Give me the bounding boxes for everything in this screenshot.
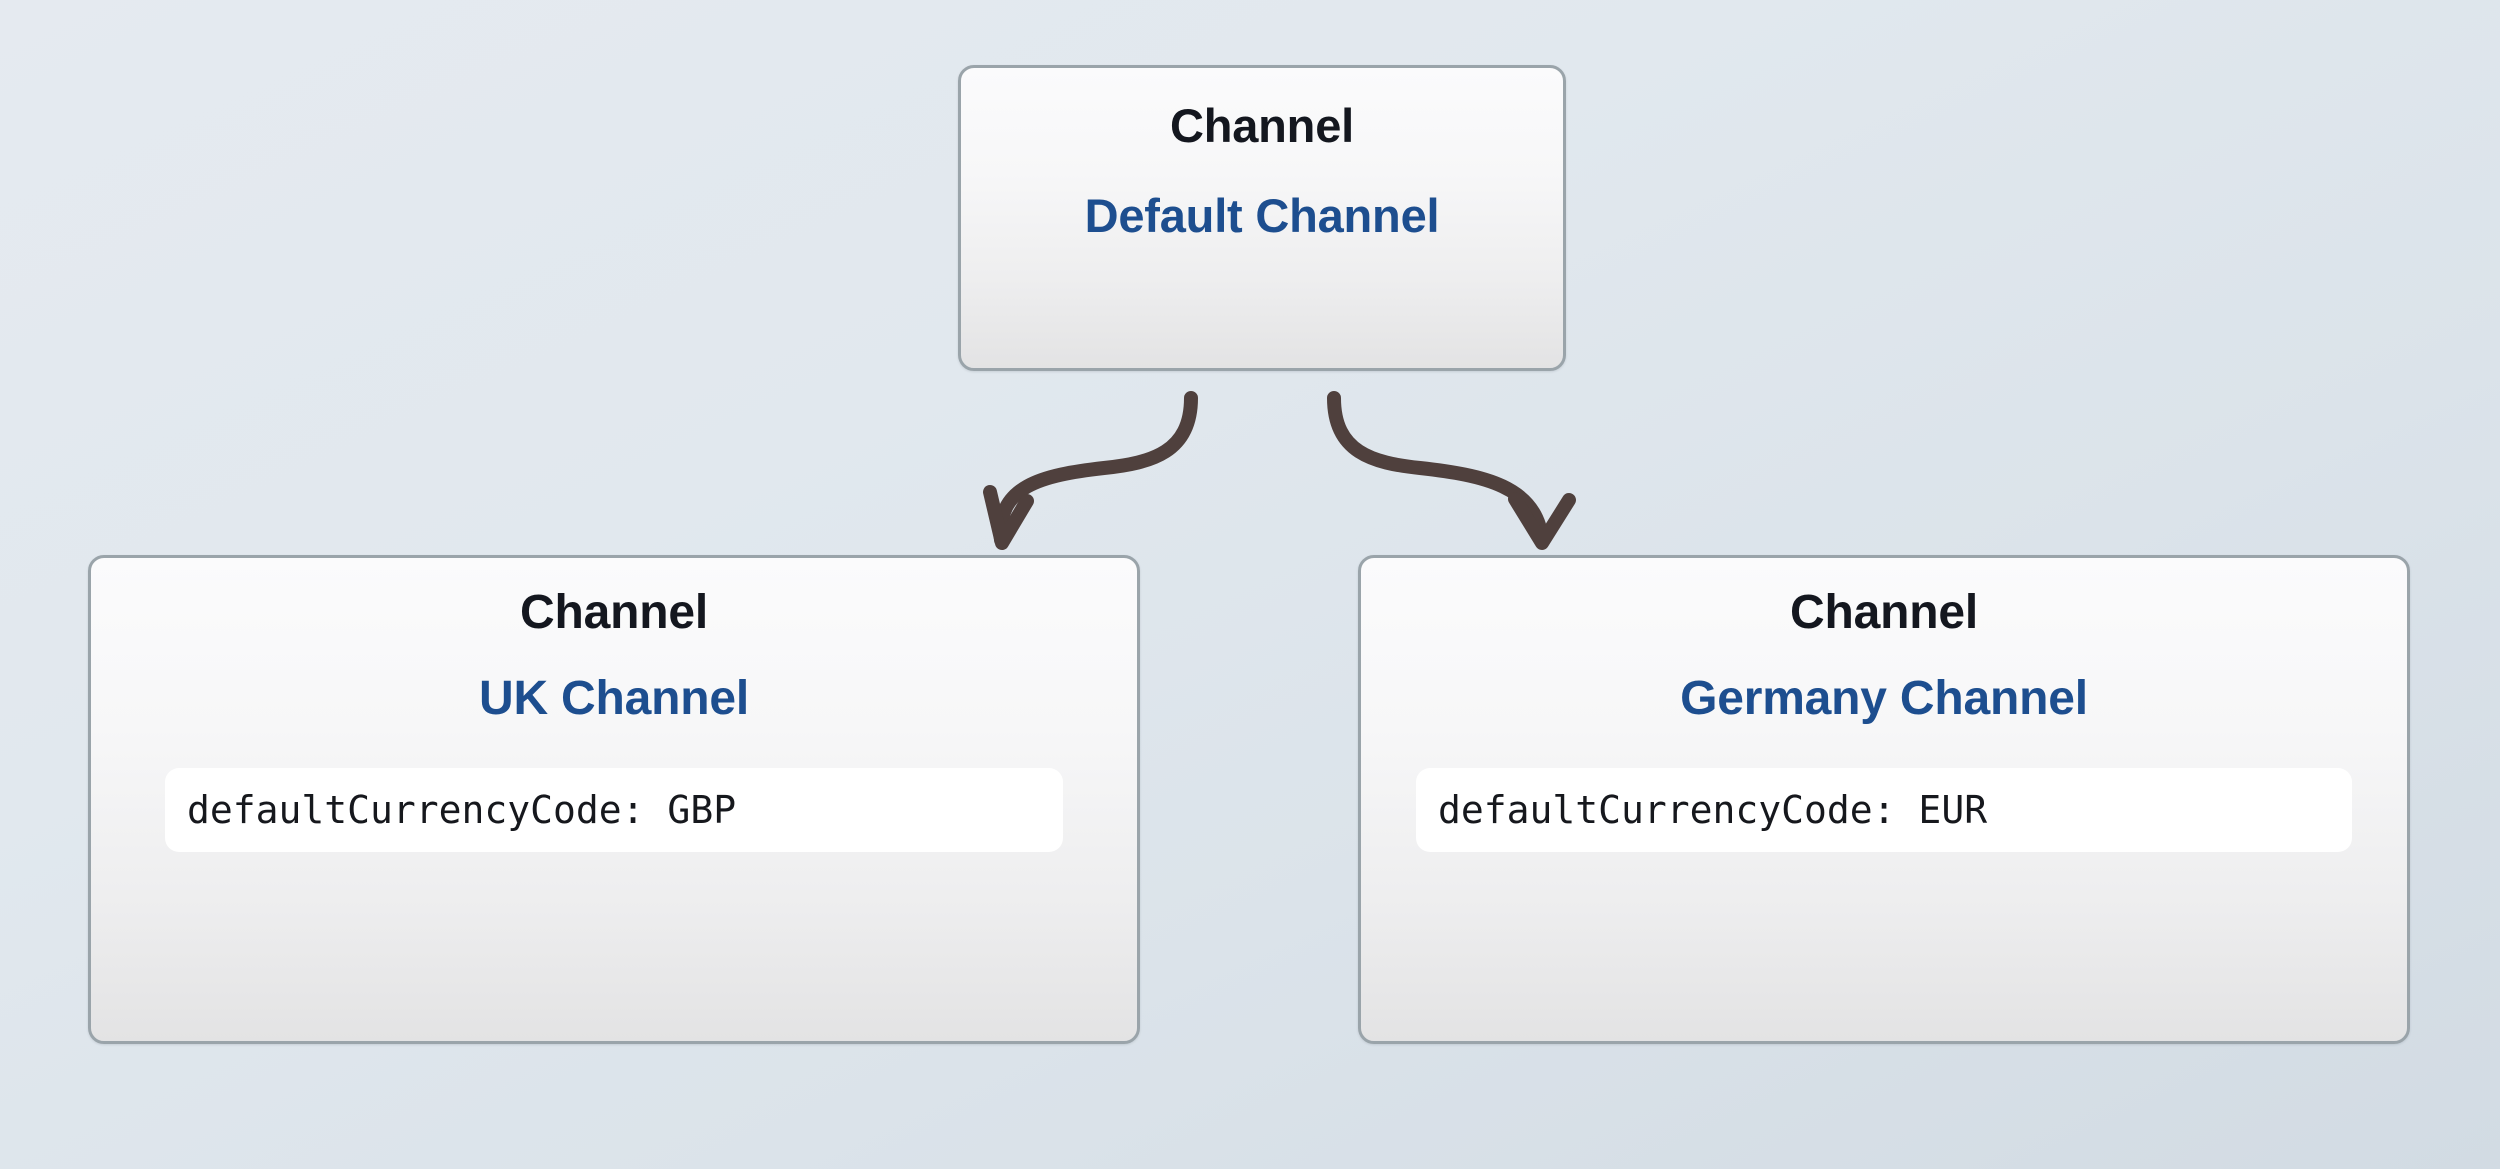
node-name-label: Germany Channel xyxy=(1680,672,2088,725)
node-name-label: UK Channel xyxy=(478,672,750,725)
node-type-label: Channel xyxy=(520,586,708,639)
edge-root-to-uk-arrowhead xyxy=(983,485,1034,550)
edge-root-to-uk xyxy=(993,391,1198,547)
edge-root-to-germany xyxy=(1327,391,1549,547)
node-germany-channel[interactable]: Channel Germany Channel defaultCurrencyC… xyxy=(1358,555,2410,1044)
edge-root-to-germany-arrowhead xyxy=(1508,492,1576,550)
node-type-label: Channel xyxy=(1790,586,1978,639)
node-type-label: Channel xyxy=(1169,99,1354,152)
node-property-default-currency-code: defaultCurrencyCode: EUR xyxy=(1416,768,2352,852)
node-name-label: Default Channel xyxy=(1084,189,1440,242)
node-property-default-currency-code: defaultCurrencyCode: GBP xyxy=(165,768,1063,852)
node-uk-channel[interactable]: Channel UK Channel defaultCurrencyCode: … xyxy=(88,555,1140,1044)
node-default-channel[interactable]: Channel Default Channel xyxy=(958,65,1566,371)
